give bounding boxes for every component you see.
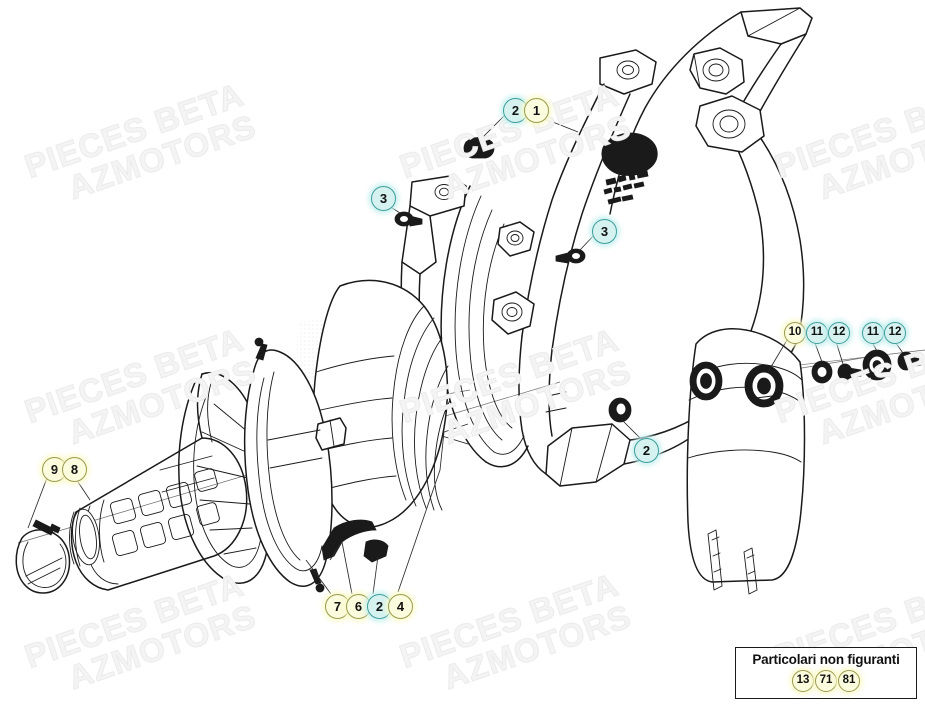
callout-label: 7	[333, 599, 342, 614]
legend-bubbles: 13 71 81	[736, 670, 916, 692]
callout-7[interactable]: 7	[325, 594, 350, 619]
callout-label: 8	[70, 462, 79, 477]
callout-2-mid[interactable]: 2	[634, 438, 659, 463]
callout-8[interactable]: 8	[62, 457, 87, 482]
legend-callout-13[interactable]: 13	[792, 670, 814, 692]
callout-2-bottom[interactable]: 2	[367, 594, 392, 619]
panel-grommet-right	[744, 364, 784, 408]
legend-callout-81[interactable]: 81	[838, 670, 860, 692]
callout-label: 12	[832, 326, 846, 339]
bolt-b	[897, 351, 922, 371]
callout-label: 81	[842, 674, 856, 687]
screw-right	[555, 248, 586, 264]
callout-label: 2	[511, 103, 520, 118]
callout-label: 2	[642, 443, 651, 458]
airbox-cover	[243, 337, 347, 593]
callout-label: 6	[354, 599, 363, 614]
panel-grommet-left	[689, 361, 723, 401]
callout-11-b[interactable]: 11	[862, 322, 884, 344]
legend-title: Particolari non figuranti	[752, 652, 900, 667]
bolt-a	[837, 363, 862, 381]
callout-4[interactable]: 4	[388, 594, 413, 619]
callout-12-a[interactable]: 12	[828, 322, 850, 344]
callout-label: 11	[866, 326, 880, 339]
callout-label: 13	[796, 674, 810, 687]
callout-label: 3	[600, 224, 609, 239]
callout-label: 1	[532, 103, 541, 118]
legend-callout-71[interactable]: 71	[815, 670, 837, 692]
callout-11-a[interactable]: 11	[806, 322, 828, 344]
side-panel	[686, 328, 806, 595]
callout-label: 3	[379, 191, 388, 206]
callout-12-b[interactable]: 12	[884, 322, 906, 344]
grommet-mid	[608, 397, 632, 423]
callout-3-left[interactable]: 3	[371, 186, 396, 211]
callout-label: 10	[788, 326, 802, 339]
beta-logo-badge	[601, 132, 658, 205]
filter-clip-long	[321, 519, 377, 561]
washer-a	[811, 360, 833, 384]
callout-label: 2	[375, 599, 384, 614]
callout-label: 4	[396, 599, 405, 614]
callout-1-top[interactable]: 1	[524, 98, 549, 123]
callout-label: 12	[888, 326, 902, 339]
filter-clip-short	[363, 539, 389, 563]
hose-clamp	[15, 519, 71, 594]
washer-b	[862, 349, 892, 381]
callout-6[interactable]: 6	[346, 594, 371, 619]
air-filter-cage	[69, 372, 271, 591]
callout-label: 9	[50, 462, 59, 477]
callout-label: 71	[819, 674, 833, 687]
subframe-part	[400, 7, 813, 487]
screw-left	[394, 211, 423, 227]
legend-box: Particolari non figuranti 13 71 81	[735, 647, 917, 699]
grommet-top	[463, 137, 495, 159]
callout-label: 11	[810, 326, 824, 339]
callout-10[interactable]: 10	[784, 322, 806, 344]
air-filter-element	[296, 279, 451, 528]
callout-3-right[interactable]: 3	[592, 219, 617, 244]
